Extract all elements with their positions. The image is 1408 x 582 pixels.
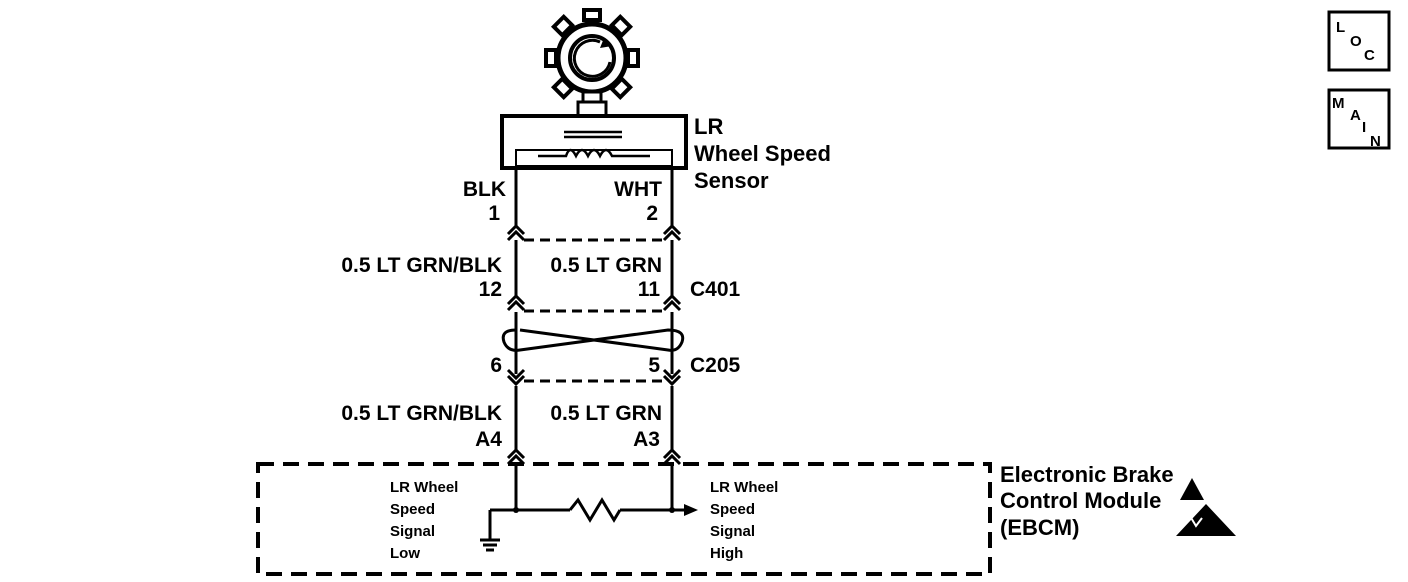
esd-warning-icon: [1176, 478, 1236, 536]
c401-label: C401: [690, 278, 741, 301]
c205-left-pin: 6: [490, 354, 502, 377]
terminal-left-color: BLK: [463, 178, 506, 201]
sensor-body: [500, 114, 688, 170]
ebcm-left-pin: A4: [475, 428, 502, 451]
low-signal-line4: Low: [390, 545, 420, 562]
main-button[interactable]: M A I N: [1327, 88, 1391, 150]
high-signal-line2: Speed: [710, 501, 755, 518]
low-signal-line3: Signal: [390, 523, 435, 540]
ebcm-label-line1: Electronic Brake: [1000, 462, 1174, 487]
wire-lower-right-label: 0.5 LT GRN: [550, 402, 662, 425]
svg-text:L: L: [1336, 19, 1345, 36]
twisted-pair-icon: [501, 328, 685, 352]
high-signal-line4: High: [710, 545, 743, 562]
ground-icon: [480, 538, 500, 552]
ebcm-label-line2: Control Module: [1000, 488, 1161, 513]
c401-right-pin: 11: [638, 278, 661, 301]
svg-text:N: N: [1370, 133, 1381, 150]
c401-left-pin: 12: [479, 278, 502, 301]
tone-wheel-icon: [544, 8, 640, 118]
loc-button[interactable]: L O C: [1327, 10, 1391, 72]
sensor-label-line2: Wheel Speed: [694, 141, 831, 166]
terminal-right-pin: 2: [646, 202, 658, 225]
c205-label: C205: [690, 354, 741, 377]
wire-upper-left-label: 0.5 LT GRN/BLK: [341, 254, 502, 277]
terminal-right-color: WHT: [614, 178, 662, 201]
svg-text:O: O: [1350, 33, 1362, 50]
ebcm-right-pin: A3: [633, 428, 660, 451]
sensor-label-line1: LR: [694, 114, 723, 139]
sensor-coil-icon: [538, 130, 650, 159]
ebcm-box: [256, 462, 992, 576]
c205-right-pin: 5: [648, 354, 660, 377]
svg-text:I: I: [1362, 119, 1366, 136]
ebcm-internal-circuit: [480, 497, 698, 552]
svg-text:C: C: [1364, 47, 1375, 64]
terminal-left-pin: 1: [488, 202, 500, 225]
wire-upper-right-label: 0.5 LT GRN: [550, 254, 662, 277]
sensor-label-line3: Sensor: [694, 168, 769, 193]
svg-text:M: M: [1332, 95, 1345, 112]
low-signal-line1: LR Wheel: [390, 479, 458, 496]
high-signal-line3: Signal: [710, 523, 755, 540]
connector-chevrons: [506, 223, 682, 466]
high-signal-line1: LR Wheel: [710, 479, 778, 496]
ebcm-label-line3: (EBCM): [1000, 515, 1079, 540]
svg-text:A: A: [1350, 107, 1361, 124]
wire-lower-left-label: 0.5 LT GRN/BLK: [341, 402, 502, 425]
low-signal-line2: Speed: [390, 501, 435, 518]
